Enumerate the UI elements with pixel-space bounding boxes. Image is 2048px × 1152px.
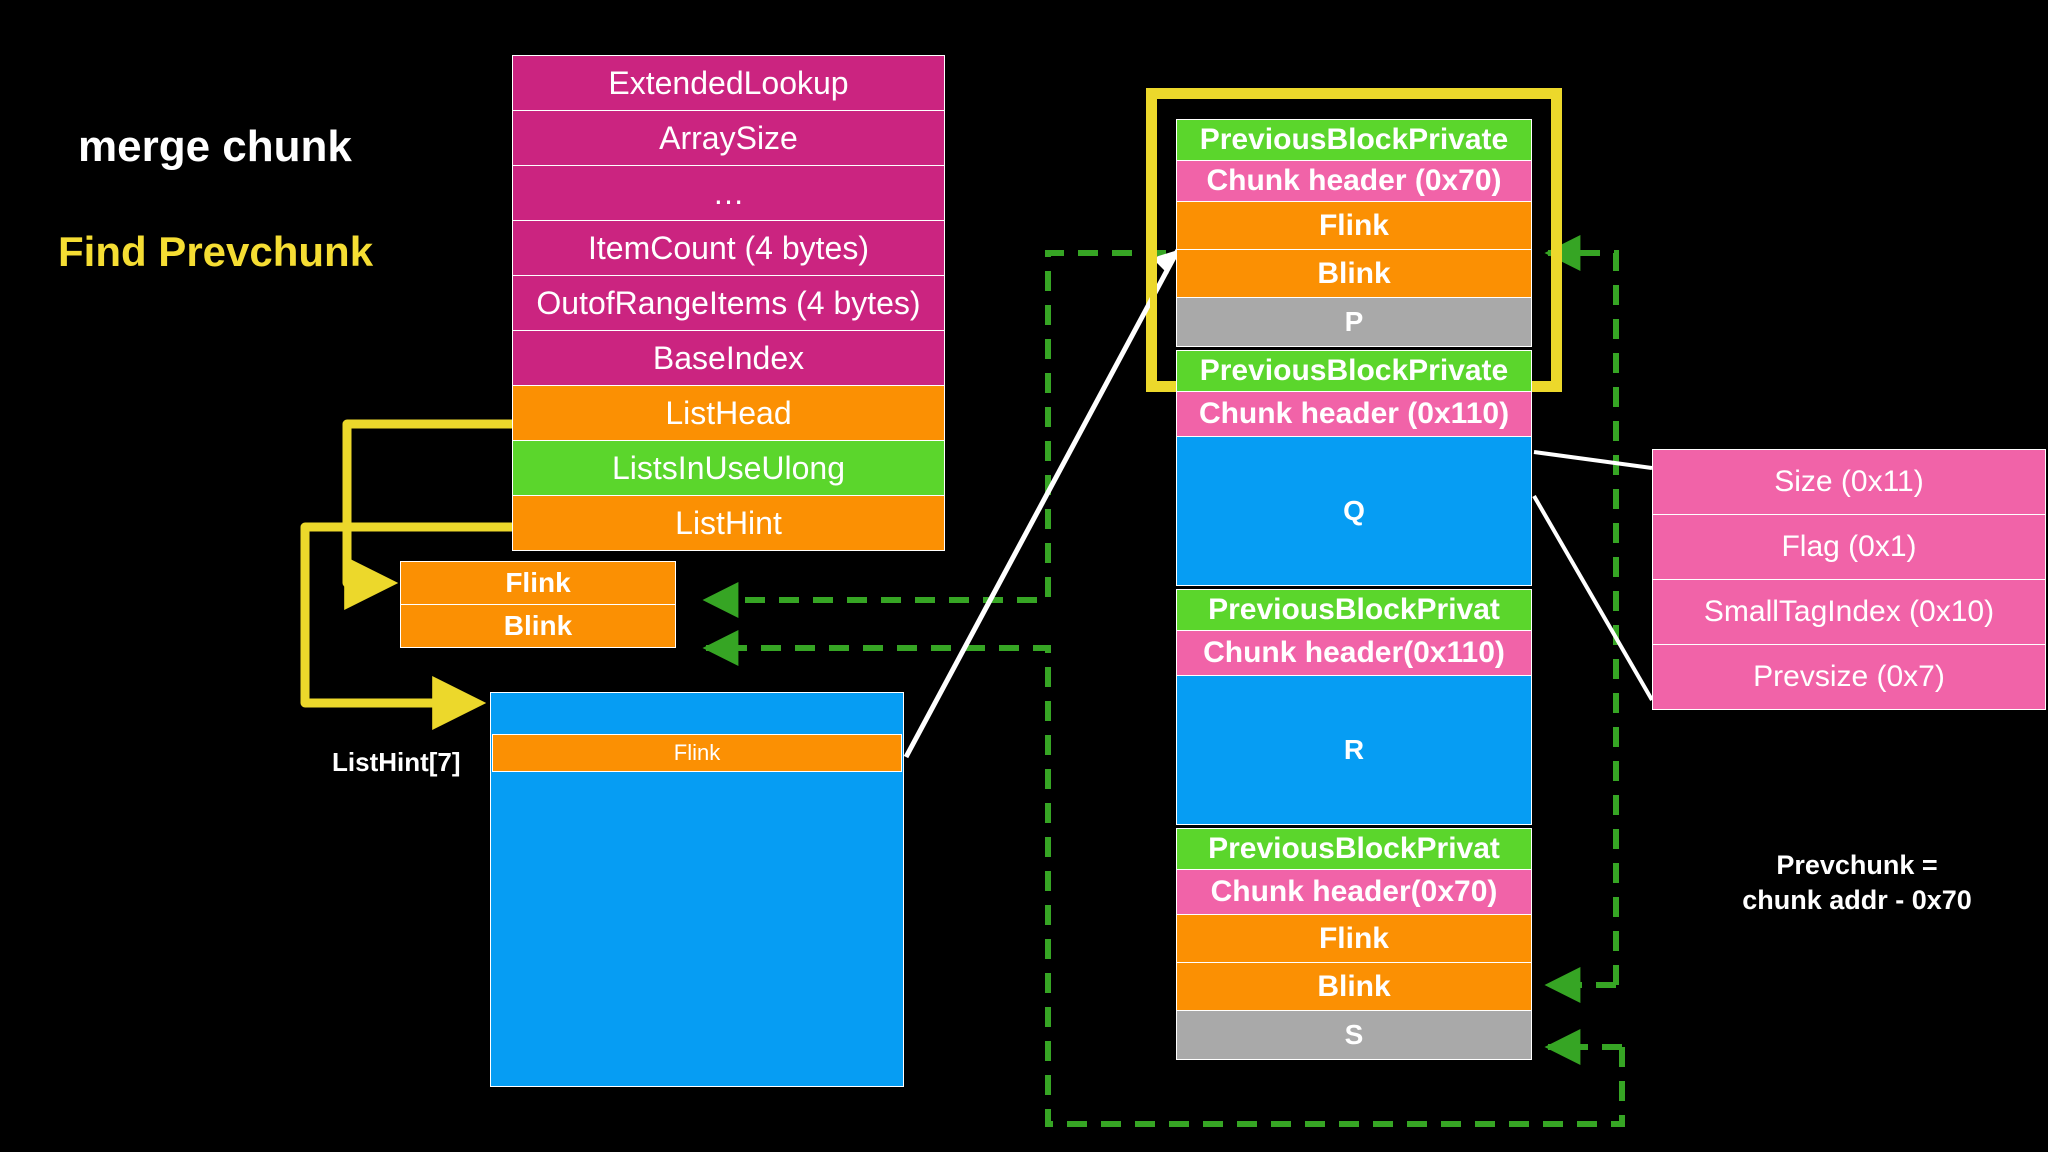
prevchunk-formula-line2: chunk addr - 0x70	[1742, 884, 1972, 915]
table-row-label: ListHint	[675, 504, 782, 541]
table-row-label: Flag (0x1)	[1781, 530, 1917, 563]
table-row-label: Chunk header (0x70)	[1206, 164, 1502, 197]
table-row-label: BaseIndex	[652, 339, 805, 376]
table-row: Q	[1176, 436, 1532, 586]
table-row: PreviousBlockPrivate	[1176, 119, 1532, 161]
table-row: …	[512, 165, 945, 221]
white-leader-header-bottom	[1532, 494, 1654, 702]
heading-merge-chunk: merge chunk	[78, 122, 352, 171]
prevchunk-formula-line1: Prevchunk =	[1776, 850, 1938, 880]
table-row: Prevsize (0x7)	[1652, 644, 2046, 710]
table-row: Flag (0x1)	[1652, 514, 2046, 580]
table-row: SmallTagIndex (0x10)	[1652, 579, 2046, 645]
table-row-label: Q	[1343, 495, 1365, 526]
table-row-label: Chunk header(0x110)	[1203, 636, 1505, 669]
table-row-label: OutofRangeItems (4 bytes)	[536, 284, 921, 321]
heading-find-prevchunk: Find Prevchunk	[58, 228, 374, 275]
table-row-label: PreviousBlockPrivat	[1208, 832, 1500, 865]
table-row-label: ExtendedLookup	[608, 64, 849, 101]
table-row-label: P	[1344, 306, 1364, 337]
table-row-label: ItemCount (4 bytes)	[588, 229, 869, 266]
table-row-label: S	[1344, 1019, 1364, 1050]
yellow-arrow-listhead-to-freeentry	[342, 419, 512, 610]
table-row-label: Chunk header (0x110)	[1198, 397, 1510, 430]
prevchunk-formula-note: Prevchunk = chunk addr - 0x70	[1702, 848, 2012, 917]
table-row-label: Blink	[503, 610, 573, 641]
table-row: Blink	[400, 604, 676, 648]
chunk-header-detail-table: Size (0x11) Flag (0x1) SmallTagIndex (0x10…	[1652, 449, 2046, 710]
table-row: ListsInUseUlong	[512, 440, 945, 496]
table-row-label: Blink	[1317, 969, 1391, 1003]
table-row: PreviousBlockPrivat	[1176, 589, 1532, 631]
table-row-label: Chunk header(0x70)	[1210, 875, 1498, 908]
table-row: ListHint	[512, 495, 945, 551]
table-row-label: SmallTagIndex (0x10)	[1703, 595, 1995, 628]
table-row: Chunk header(0x110)	[1176, 630, 1532, 676]
table-row: Blink	[1176, 249, 1532, 298]
table-row-label: Blink	[1317, 256, 1391, 290]
table-row: PreviousBlockPrivat	[1176, 828, 1532, 870]
table-row-label: ArraySize	[659, 119, 798, 156]
table-row: Blink	[1176, 962, 1532, 1011]
table-row: Flink	[400, 561, 676, 605]
table-row: ItemCount (4 bytes)	[512, 220, 945, 276]
table-row: Chunk header(0x70)	[1176, 869, 1532, 915]
table-row: P	[1176, 297, 1532, 347]
table-row-label: ListHead	[665, 394, 792, 431]
table-row: Chunk header (0x70)	[1176, 160, 1532, 202]
table-row-label: Flink	[505, 567, 571, 598]
white-line-listhint-to-chunkP	[903, 248, 1181, 759]
table-row: ListHead	[512, 385, 945, 441]
table-row-label: PreviousBlockPrivate	[1199, 354, 1509, 387]
listhint-index-label: ListHint[7]	[332, 747, 461, 777]
table-row-label: …	[712, 174, 745, 211]
table-row-label: PreviousBlockPrivat	[1208, 593, 1500, 626]
table-row: Flink	[1176, 201, 1532, 250]
table-row: Size (0x11)	[1652, 449, 2046, 515]
arrow-chunkP-flink-right	[1544, 235, 1619, 985]
table-row: Flink	[1176, 914, 1532, 963]
table-row-label: ListsInUseUlong	[612, 449, 845, 486]
listhint-chunk-flink: Flink	[492, 734, 902, 772]
table-row-label: R	[1343, 734, 1365, 765]
table-row: ExtendedLookup	[512, 55, 945, 111]
table-row-label: Flink	[1318, 208, 1389, 242]
table-row: R	[1176, 675, 1532, 825]
table-row: OutofRangeItems (4 bytes)	[512, 275, 945, 331]
table-row-label: Size (0x11)	[1774, 465, 1924, 498]
table-row: S	[1176, 1010, 1532, 1060]
white-leader-header-top	[1533, 450, 1653, 470]
table-row-label: Prevsize (0x7)	[1753, 660, 1945, 693]
table-row-label: PreviousBlockPrivate	[1199, 123, 1509, 156]
table-row-label: Flink	[1318, 921, 1389, 955]
table-row: BaseIndex	[512, 330, 945, 386]
table-row: PreviousBlockPrivate	[1176, 350, 1532, 392]
table-row: Chunk header (0x110)	[1176, 391, 1532, 437]
table-row: ArraySize	[512, 110, 945, 166]
